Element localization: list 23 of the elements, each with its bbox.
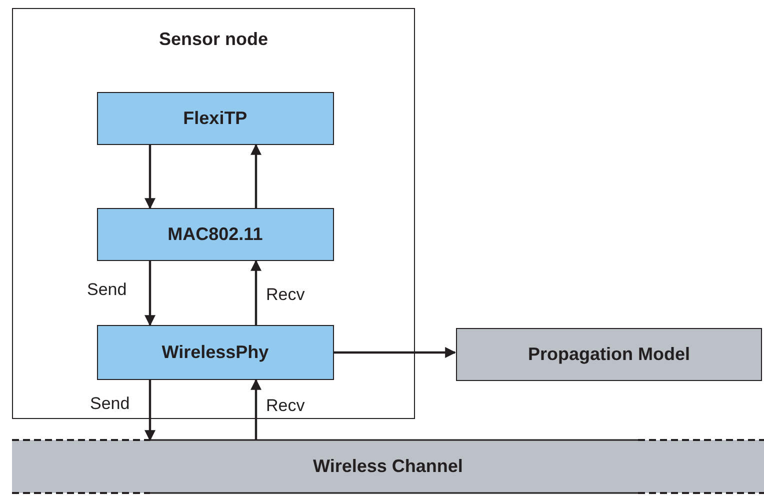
arrow	[334, 347, 456, 358]
edge-label: Recv	[266, 396, 305, 416]
node-heading: Sensor node	[158, 29, 268, 50]
node-label: Wireless Channel	[313, 456, 463, 477]
arrow	[250, 144, 262, 208]
arrow	[144, 145, 156, 210]
edge-label: Send	[90, 394, 130, 414]
sensor-node-box	[12, 8, 415, 419]
node-label: FlexiTP	[183, 108, 248, 129]
arrow	[250, 378, 262, 440]
node-label: MAC802.11	[168, 224, 263, 245]
model-box	[456, 328, 762, 381]
arrow	[144, 380, 156, 442]
arrow	[250, 260, 262, 325]
module-box	[96, 92, 334, 145]
node-label: WirelessPhy	[162, 342, 269, 363]
edge-label: Send	[87, 280, 127, 300]
module-box	[96, 208, 334, 261]
arrow	[144, 261, 156, 326]
node-label: Propagation Model	[528, 344, 690, 365]
channel-band	[12, 440, 764, 493]
edge-label: Recv	[266, 285, 305, 305]
module-box	[96, 324, 334, 380]
